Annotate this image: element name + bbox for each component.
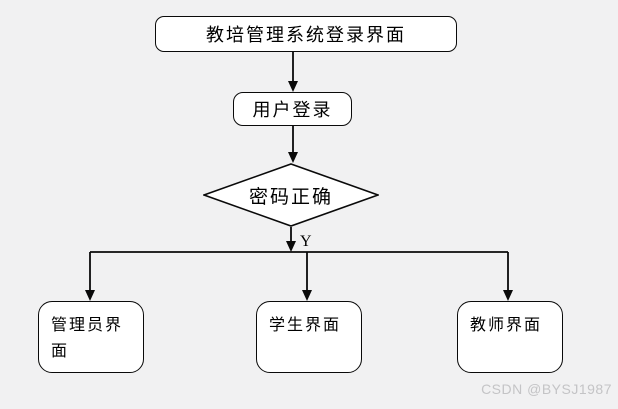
node-password-correct-decision: 密码正确 [203, 163, 379, 227]
arrowhead-icon [302, 290, 312, 301]
csdn-watermark: CSDN @BYSJ1987 [481, 381, 612, 397]
node-teacher-interface: 教师界面 [457, 301, 563, 373]
arrowhead-icon [85, 290, 95, 301]
node-user-login: 用户登录 [233, 92, 352, 126]
arrowhead-icon [286, 241, 296, 252]
node-login-screen-title: 教培管理系统登录界面 [155, 16, 457, 52]
branch-yes-label: Y [300, 233, 312, 250]
diamond-shape [203, 163, 379, 227]
node-admin-interface: 管理员界面 [38, 301, 144, 373]
arrowhead-icon [288, 81, 298, 92]
arrowhead-icon [503, 290, 513, 301]
node-student-interface: 学生界面 [256, 301, 362, 373]
decision-label: 密码正确 [248, 185, 333, 208]
arrowhead-icon [288, 152, 298, 163]
